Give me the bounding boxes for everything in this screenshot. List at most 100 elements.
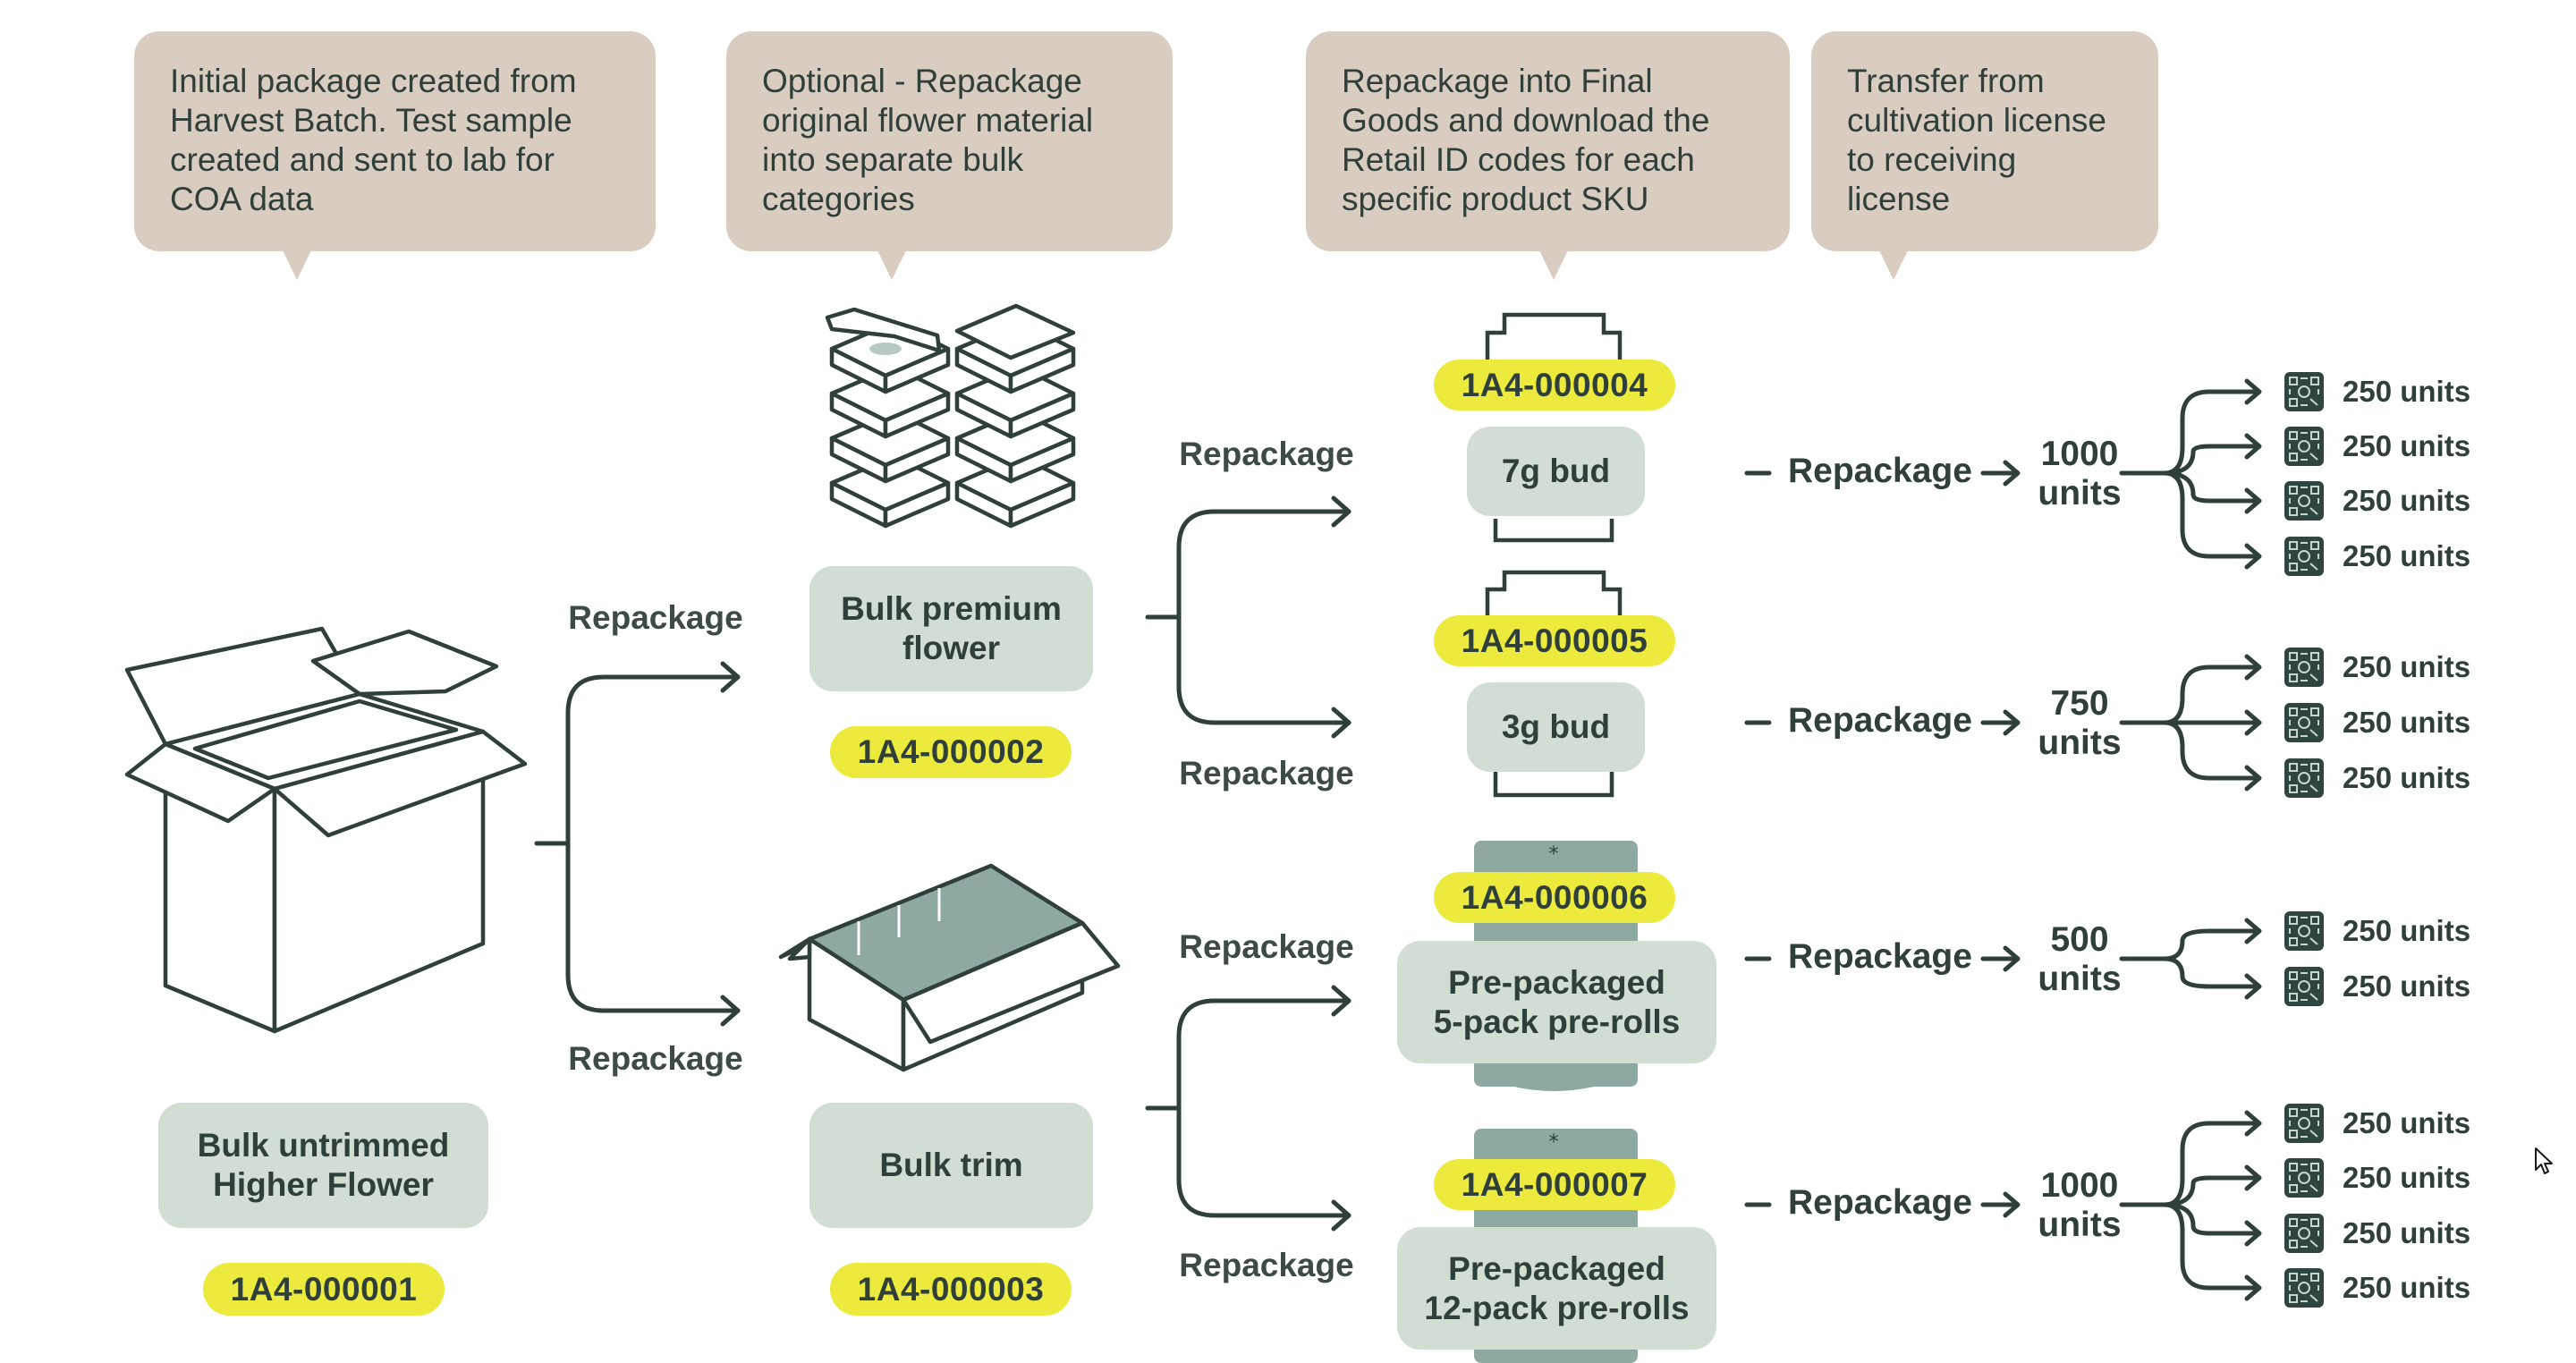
package-id-badge: 1A4-000004 [1434,360,1675,411]
unit-count-label: 250 units [2343,375,2471,408]
package-id-badge: 1A4-000007 [1434,1159,1675,1210]
callout-tail [1879,250,1908,280]
units-total-number: 500 [2050,920,2109,959]
branch-connector-trim [1145,985,1352,1232]
branch-connector-premium [1145,495,1352,739]
unit-item: 250 units [2284,702,2470,743]
repackage-action-label: Repackage [1788,701,1972,740]
package-id-badge: 1A4-000001 [203,1263,445,1316]
unit-item: 250 units [2284,426,2470,467]
repackage-action-label: Repackage [1788,1183,1972,1222]
label-line: Bulk trim [879,1147,1023,1183]
label-line: Higher Flower [213,1166,434,1203]
unit-count-label: 250 units [2343,1271,2471,1304]
unit-count-label: 250 units [2343,1161,2471,1194]
units-total-unit: units [2038,960,2122,998]
unit-item: 250 units [2284,1103,2470,1144]
branch-connector-stage1 [534,661,741,1027]
package-id-badge: 1A4-000005 [1434,615,1675,666]
product-label-3g-bud: 3g bud [1467,682,1645,772]
label-line: Bulk premium [841,590,1062,627]
label-line: Bulk untrimmed [197,1127,450,1164]
unit-count-label: 250 units [2343,761,2471,794]
package-id-badge: 1A4-000002 [830,726,1072,778]
unit-count-label: 250 units [2343,706,2471,739]
unit-count-label: 250 units [2343,539,2471,572]
unit-item: 250 units [2284,966,2470,1007]
qr-code-icon [2284,1213,2325,1254]
repackage-label: Repackage [568,1040,743,1077]
repackage-action-label: Repackage [1788,452,1972,490]
qr-code-icon [2284,702,2325,743]
open-trim-box-icon [778,863,1121,1072]
qr-code-icon [2284,1267,2325,1308]
jar-outline-icon [1485,312,1623,543]
mouse-cursor-icon [2535,1147,2553,1174]
callout-optional-repackage: Optional - Repackage original flower mat… [726,31,1173,280]
units-total-unit: units [2038,1206,2122,1244]
qr-code-icon [2284,480,2325,521]
unit-item: 250 units [2284,1213,2470,1254]
unit-item: 250 units [2284,536,2470,577]
callout-tail [1539,250,1568,280]
unit-count-label: 250 units [2343,969,2471,1003]
qr-code-icon [2284,371,2325,412]
qr-code-icon [2284,1157,2325,1198]
product-label-7g-bud: 7g bud [1467,427,1645,516]
repackage-label: Repackage [568,599,743,636]
unit-item: 250 units [2284,910,2470,952]
callout-text: Repackage into Final Goods and download … [1342,63,1710,217]
jar-outline-icon [1485,570,1623,798]
repackage-label: Repackage [1179,436,1354,472]
qr-code-icon [2284,758,2325,799]
unit-item: 250 units [2284,1267,2470,1308]
svg-text:*: * [1549,843,1559,866]
callout-text: Transfer from cultivation license to rec… [1847,63,2106,217]
label-line: 3g bud [1501,708,1611,745]
label-line: Pre-packaged [1448,963,1665,1001]
stacked-boxes-icon [825,303,1076,529]
repackage-label: Repackage [1179,755,1354,792]
units-total-number: 750 [2050,684,2109,723]
unit-count-label: 250 units [2343,650,2471,683]
units-total-number: 1000 [2040,435,2119,473]
unit-count-label: 250 units [2343,484,2471,517]
label-line: Pre-packaged [1448,1249,1665,1287]
open-cardboard-box-icon [124,626,528,1034]
package-id-badge: 1A4-000006 [1434,872,1675,923]
unit-item: 250 units [2284,1157,2470,1198]
label-line: 7g bud [1501,453,1611,489]
repackage-action-label: Repackage [1788,937,1972,976]
units-total-number: 1000 [2040,1166,2119,1205]
units-total-unit: units [2038,474,2122,512]
callout-text: Optional - Repackage original flower mat… [762,63,1094,217]
callout-tail [877,250,906,280]
callout-transfer: Transfer from cultivation license to rec… [1811,31,2158,280]
qr-code-icon [2284,647,2325,688]
callout-tail [283,250,311,280]
package-id-badge: 1A4-000003 [830,1263,1072,1316]
callout-final-goods: Repackage into Final Goods and download … [1306,31,1790,280]
unit-count-label: 250 units [2343,914,2471,947]
qr-code-icon [2284,966,2325,1007]
qr-code-icon [2284,426,2325,467]
unit-item: 250 units [2284,758,2470,799]
unit-item: 250 units [2284,647,2470,688]
units-total-unit: units [2038,724,2122,762]
qr-code-icon [2284,1103,2325,1144]
label-line: 12-pack pre-rolls [1424,1289,1690,1326]
repackage-label: Repackage [1179,928,1354,965]
unit-fanout-connectors [1744,378,2262,1301]
callout-initial-package: Initial package created from Harvest Bat… [134,31,656,280]
callout-text: Initial package created from Harvest Bat… [170,63,577,217]
unit-item: 250 units [2284,371,2470,412]
unit-count-label: 250 units [2343,1216,2471,1249]
unit-item: 250 units [2284,480,2470,521]
